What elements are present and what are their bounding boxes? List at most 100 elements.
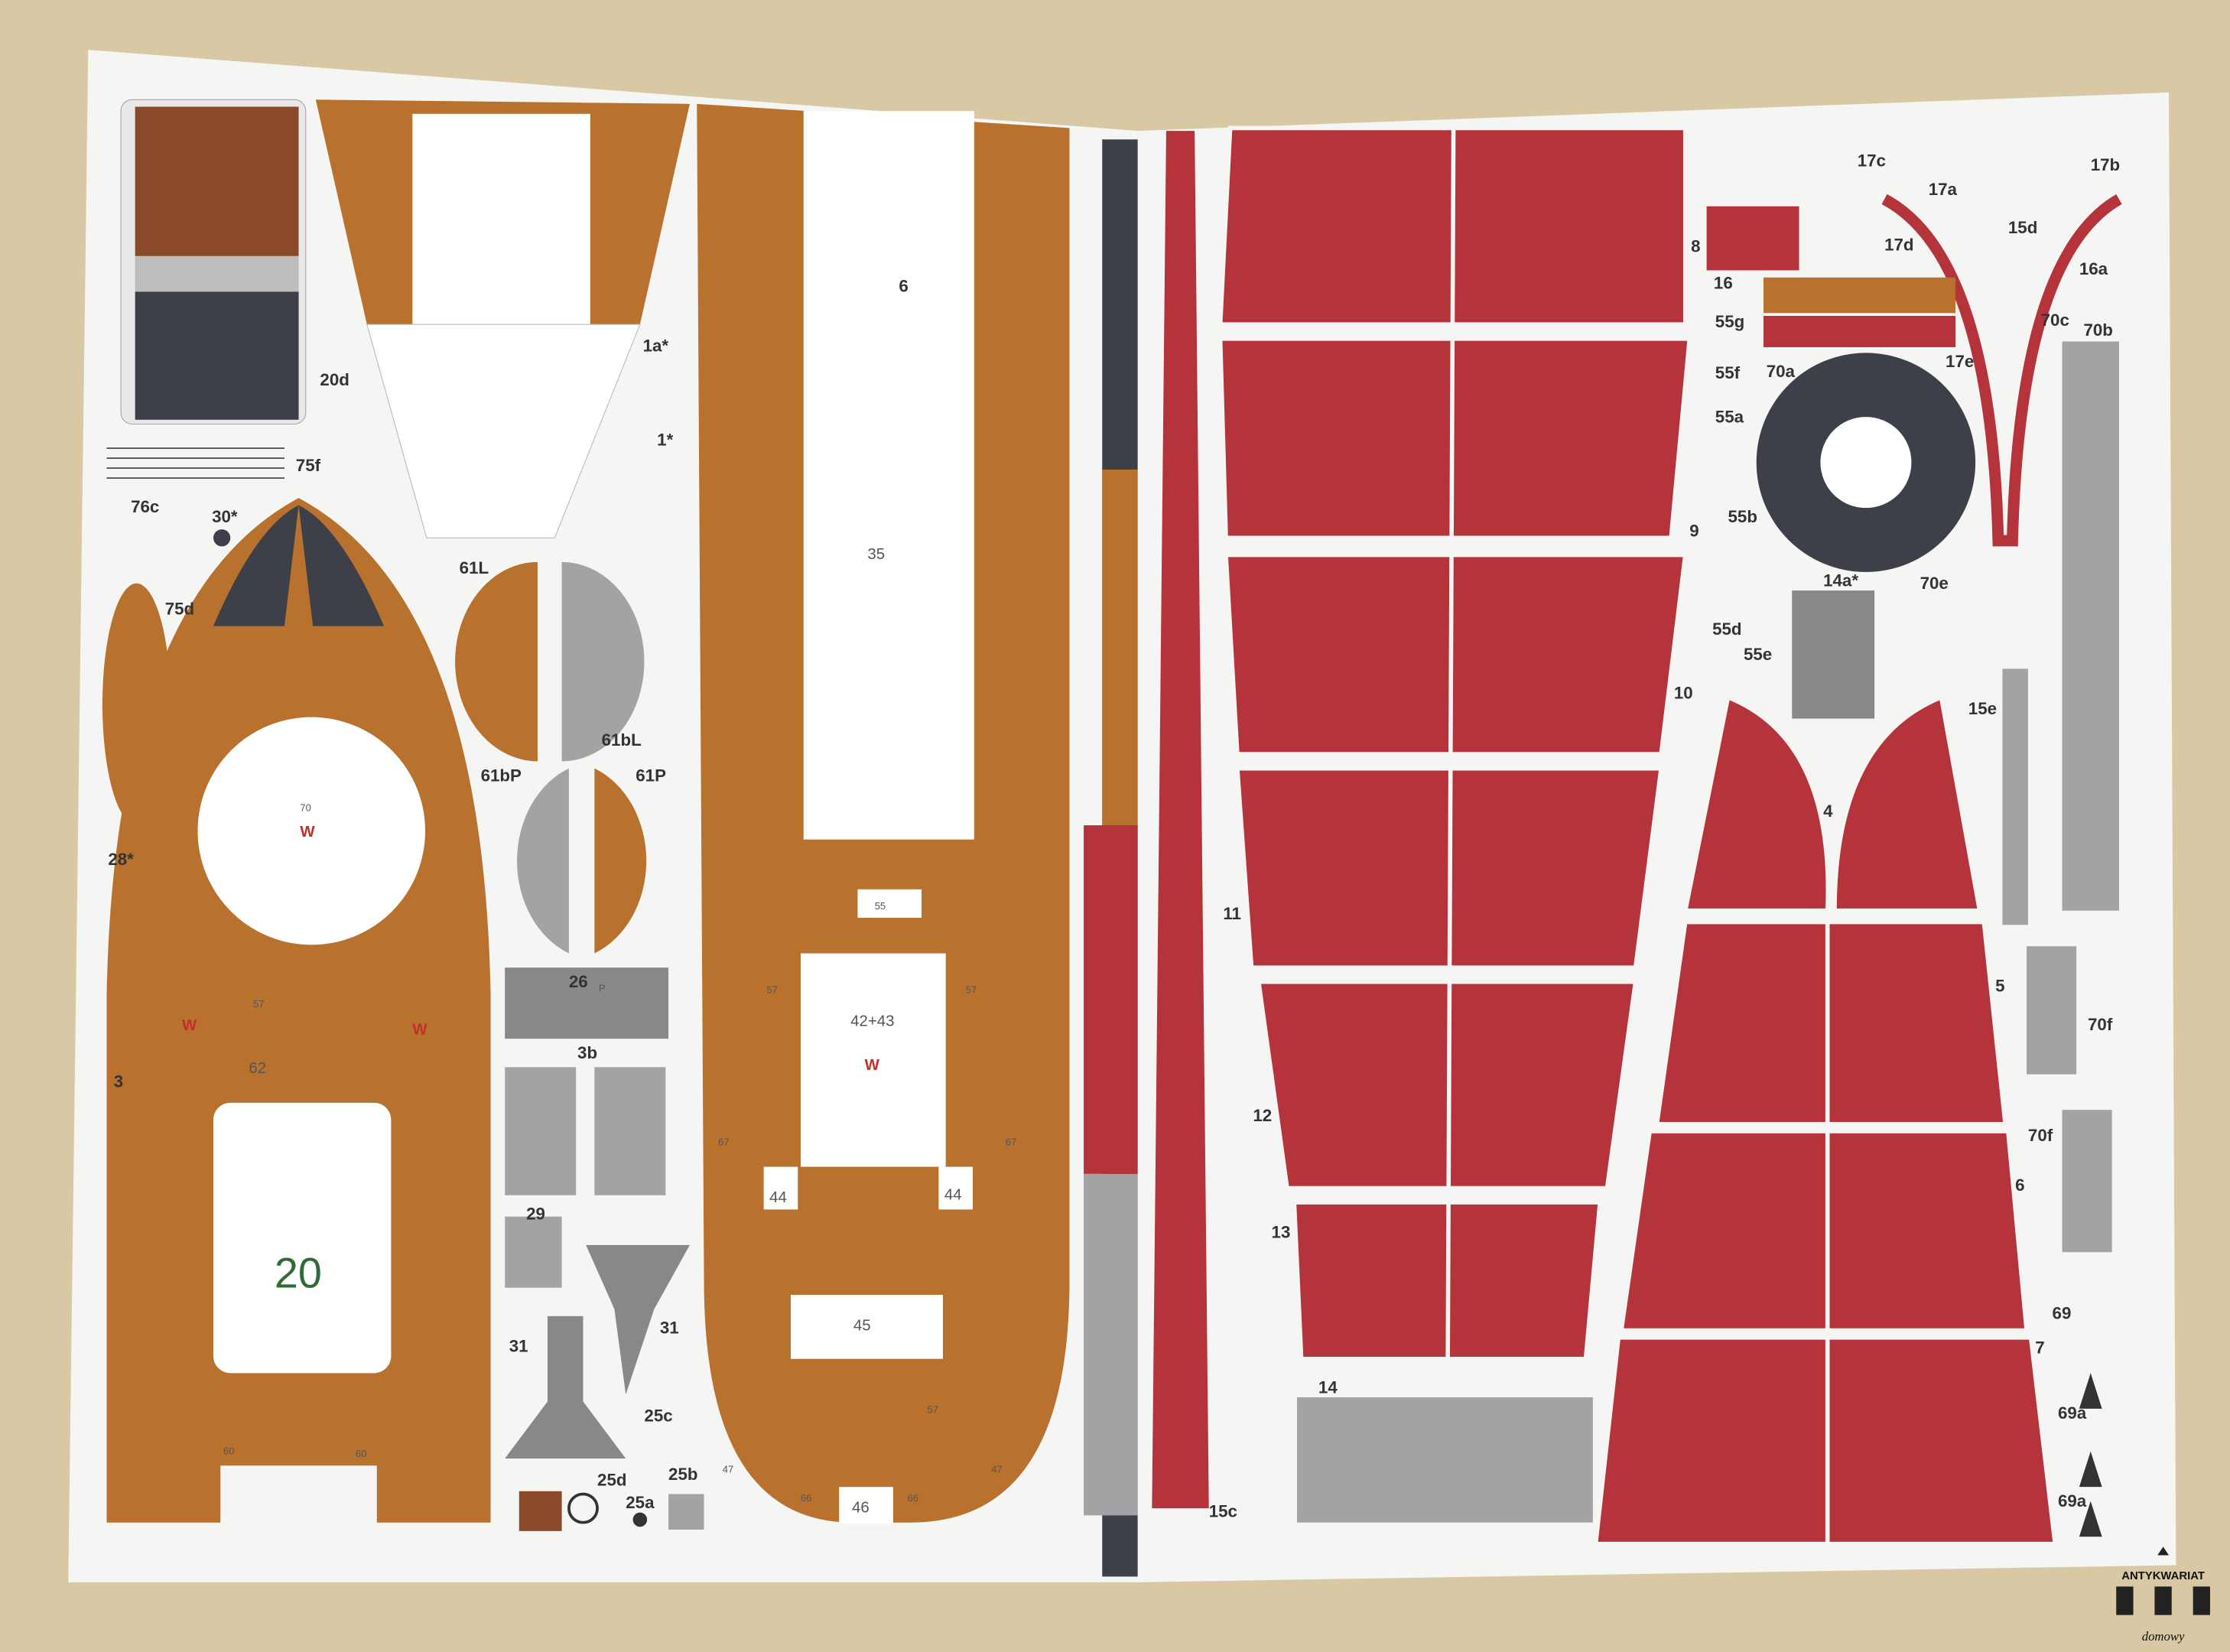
left-page <box>68 50 1138 1582</box>
deck-mark-w: W <box>182 1016 197 1034</box>
part-label: 3 <box>114 1072 123 1091</box>
part-label: 69a <box>2058 1403 2087 1423</box>
left-part-labels: 20d 1a* 1* 75f 76c 30* 75d 28* 61L 61bL … <box>108 276 1002 1516</box>
deck-number-66: 66 <box>907 1492 918 1504</box>
part-9 <box>1217 337 1692 541</box>
part-61bL <box>561 561 645 762</box>
part-label: 17a <box>1929 180 1958 199</box>
part-label: 55g <box>1715 312 1744 331</box>
part-label: 5 <box>1995 977 2004 996</box>
part-label: 25c <box>644 1406 672 1426</box>
part-label: 76c <box>131 497 159 516</box>
part-label: 44 <box>769 1189 787 1206</box>
part-4 <box>1682 694 1983 913</box>
deck-number-66: 66 <box>801 1492 811 1504</box>
deck-mark-w: W <box>300 823 315 841</box>
part-label: 47 <box>991 1464 1002 1475</box>
part-label: 55e <box>1744 645 1772 664</box>
part-label: 25d <box>597 1470 626 1489</box>
part-61L <box>455 561 538 762</box>
part-label: 44 <box>944 1185 962 1203</box>
part-label: 75d <box>165 600 194 619</box>
part-label: 47 <box>723 1464 733 1475</box>
part-15e <box>2002 668 2028 925</box>
part-6 <box>1618 1129 2030 1333</box>
part-label: 55a <box>1715 408 1744 427</box>
part-label: 4 <box>1823 802 1833 821</box>
part-label: 8 <box>1691 236 1700 255</box>
part-label: 14a* <box>1823 571 1858 590</box>
part-61bP <box>517 768 569 954</box>
part-label: 28* <box>108 850 134 869</box>
part-label: 70e <box>1920 574 1949 593</box>
part-label: 75f <box>296 456 321 475</box>
part-label: 1a* <box>643 337 669 356</box>
deck-number-70: 70 <box>300 802 310 813</box>
part-label: 17e <box>1946 352 1974 371</box>
part-label: 55d <box>1712 620 1741 639</box>
part-label: 17c <box>1858 151 1886 171</box>
part-label: 16 <box>1714 274 1733 293</box>
part-label: 14 <box>1318 1377 1338 1397</box>
part-label: 35 <box>867 545 885 563</box>
part-14 <box>1297 1397 1593 1523</box>
deck-mark-w: W <box>412 1021 427 1039</box>
part-label: 55b <box>1728 507 1757 526</box>
watermark-logo: ANTYKWARIAT domowy <box>2116 1546 2210 1644</box>
part-label: 25b <box>668 1465 697 1484</box>
part-label: 70f <box>2088 1015 2113 1034</box>
part-5 <box>1654 919 2008 1127</box>
part-label: 70c <box>2041 311 2069 330</box>
part-label: 46 <box>852 1499 870 1517</box>
part-15d <box>1881 193 2122 547</box>
deck-number-67: 67 <box>718 1137 729 1148</box>
part-61P <box>594 768 647 954</box>
deck-number-60: 60 <box>356 1448 366 1459</box>
part-label: 10 <box>1674 683 1693 702</box>
part-label: 61L <box>460 558 489 577</box>
part-label: 9 <box>1689 521 1699 540</box>
part-70b <box>2062 341 2119 911</box>
part-label: 61P <box>636 766 666 785</box>
part-label: 69 <box>2053 1304 2072 1323</box>
deck-number-57: 57 <box>766 984 777 996</box>
part-label: 26 <box>569 972 588 991</box>
part-label: 12 <box>1253 1106 1272 1125</box>
part-label: 30* <box>212 507 238 526</box>
part-label: 29 <box>526 1204 545 1223</box>
part-label: 25a <box>626 1493 655 1512</box>
deck-number-57: 57 <box>966 984 977 996</box>
deck-number-62: 62 <box>249 1059 266 1077</box>
part-label: 17b <box>2091 155 2120 174</box>
part-label: 6 <box>899 276 908 295</box>
part-label: 17d <box>1884 235 1913 254</box>
part-label: 15c <box>1209 1501 1237 1520</box>
part-label: 1* <box>657 430 673 449</box>
part-15c <box>1152 131 1209 1509</box>
deck-number-67: 67 <box>1006 1137 1016 1148</box>
part-label: 3b <box>577 1043 597 1062</box>
part-label: 31 <box>660 1318 679 1337</box>
deck-number-60: 60 <box>223 1445 234 1456</box>
part-label: 13 <box>1272 1223 1291 1242</box>
watermark-subtext: domowy <box>2142 1629 2185 1644</box>
part-label: 55f <box>1715 363 1741 382</box>
part-label: 61bL <box>602 730 642 750</box>
deck-number-57: 57 <box>928 1403 938 1415</box>
right-part-labels: 17c 17a 17b 8 16 17d 15d 16a 55g 17e 70c… <box>1209 151 2120 1521</box>
part-label: 70f <box>2028 1126 2053 1145</box>
part-label: 6 <box>2015 1176 2024 1195</box>
part-label: 61bP <box>481 766 522 785</box>
deck-mark-w: W <box>865 1056 880 1074</box>
part-label: 20d <box>320 370 349 389</box>
part-label: 11 <box>1223 904 1241 923</box>
part-label: 31 <box>509 1336 528 1355</box>
part-label: 70a <box>1767 362 1796 381</box>
part-label: 16a <box>2079 259 2108 278</box>
part-label: 69a <box>2058 1491 2087 1511</box>
part-label: 42+43 <box>850 1012 894 1029</box>
part-label: 15d <box>2008 218 2037 237</box>
part-label: 70b <box>2083 320 2112 340</box>
part-14a <box>1792 590 1875 719</box>
part-label: 45 <box>853 1317 871 1335</box>
